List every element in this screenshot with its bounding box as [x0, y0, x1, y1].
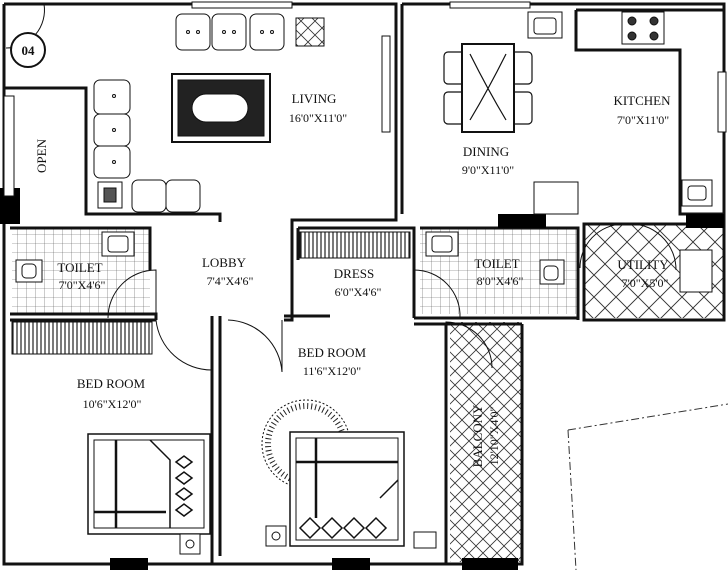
- bedroom-center-size: 11'6"X12'0": [303, 364, 361, 378]
- dress-size: 6'0"X4'6": [335, 285, 382, 299]
- table-icon: [171, 73, 271, 143]
- bedroom-left-size: 10'6"X12'0": [83, 397, 142, 411]
- bed-icon: [289, 431, 405, 547]
- wardrobe-dress: [299, 231, 411, 259]
- site-boundary: [567, 403, 728, 570]
- toilet-fixture-icon: [539, 259, 565, 285]
- toilet-left-label: TOILET: [57, 260, 102, 275]
- living-size: 16'0"X11'0": [289, 111, 347, 125]
- balcony-label: BALCONY: [470, 404, 485, 467]
- room-labels: LIVING 16'0"X11'0" DINING 9'0"X11'0" KIT…: [34, 91, 671, 467]
- lobby-label: LOBBY: [202, 255, 247, 270]
- open-label: OPEN: [34, 138, 49, 173]
- utility-size: 7'0"X5'0": [622, 276, 669, 290]
- bedroom-center-label: BED ROOM: [298, 345, 367, 360]
- unit-number: 04: [22, 43, 36, 58]
- sofa-icon: [175, 13, 285, 51]
- kitchen-fixtures: [527, 11, 713, 215]
- toilet-left-size: 7'0"X4'6": [59, 278, 106, 292]
- circle-badge-icon: [10, 32, 46, 68]
- lobby-size: 7'4"X4'6": [207, 274, 254, 288]
- toilet-right-label: TOILET: [474, 256, 519, 271]
- balcony-size: 12'10"X4'0": [487, 407, 501, 466]
- bed-icon: [87, 433, 211, 535]
- unit-badge: 04: [10, 32, 46, 68]
- toilet-right-size: 8'0"X4'6": [477, 274, 524, 288]
- dress-label: DRESS: [334, 266, 374, 281]
- sink-icon: [425, 231, 459, 257]
- bedside-tables: [179, 525, 437, 555]
- windows: [3, 1, 727, 197]
- stove-icon: [621, 11, 665, 45]
- living-label: LIVING: [292, 91, 337, 106]
- kitchen-label: KITCHEN: [613, 93, 671, 108]
- sink-icon: [527, 11, 563, 39]
- balcony-hatch: [450, 322, 522, 562]
- sink-icon: [101, 231, 135, 257]
- dining-label: DINING: [463, 144, 509, 159]
- dining-size: 9'0"X11'0": [462, 163, 514, 177]
- sofa-icon: [93, 79, 131, 179]
- toilet-fixtures: [15, 231, 713, 293]
- bedroom-left-label: BED ROOM: [77, 376, 146, 391]
- kitchen-size: 7'0"X11'0": [617, 113, 669, 127]
- door-swing-arcs: [5, 3, 677, 373]
- utility-label: UTILITY: [617, 257, 669, 272]
- wardrobe-left: [11, 321, 153, 355]
- living-furniture: [93, 13, 325, 213]
- wall-columns: [0, 188, 724, 570]
- toilet-fixture-icon: [15, 259, 43, 283]
- dining-table-icon: [443, 43, 533, 133]
